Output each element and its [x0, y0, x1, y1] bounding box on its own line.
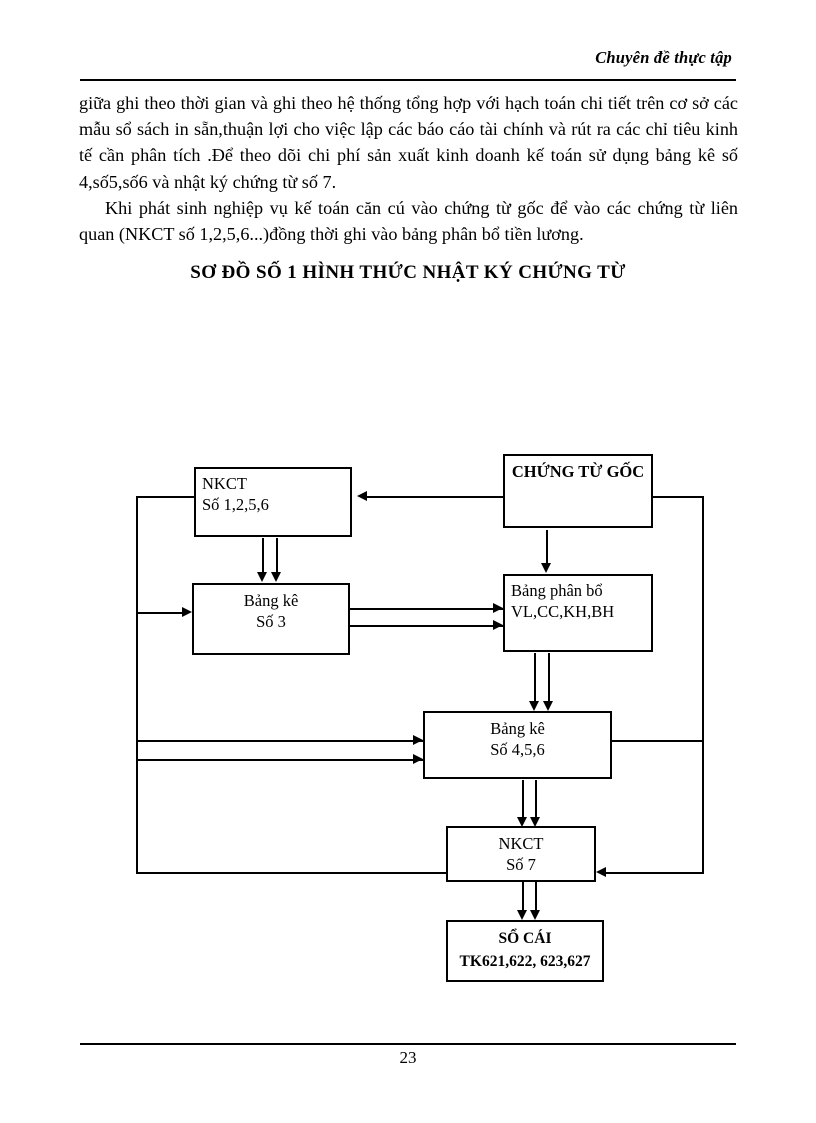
box-nkct-7-line2: Số 7 [506, 855, 536, 874]
box-nkct-1256-line1: NKCT [202, 474, 247, 493]
arrowhead-nkct1256-to-bk3-b [271, 572, 281, 582]
connector-left-bus-to-bk456-a [136, 740, 423, 742]
connector-right-bus-to-bk456 [612, 740, 704, 742]
body-text-block: giữa ghi theo thời gian và ghi theo hệ t… [79, 90, 738, 247]
connector-right-bus-to-nkct7 [606, 872, 704, 874]
arrowhead-bpb-to-bk456-b [543, 701, 553, 711]
footer-page-number: 23 [399, 1048, 417, 1067]
arrowhead-bpb-to-bk456-a [529, 701, 539, 711]
connector-nkct1256-to-bk3-a [262, 538, 264, 574]
connector-ctg-to-bpb [546, 530, 548, 566]
connector-bk456-to-nkct7-a [522, 780, 524, 819]
box-so-cai-line1: SỔ CÁI [498, 930, 552, 947]
box-nkct-7-line1: NKCT [498, 834, 544, 853]
arrowhead-ctg-to-nkct1256 [357, 491, 367, 501]
connector-right-bus-vertical [702, 496, 704, 872]
arrowhead-bk456-to-nkct7-b [530, 817, 540, 827]
box-bang-ke-456: Bảng kê Số 4,5,6 [423, 711, 612, 779]
connector-nkct7-to-socai-a [522, 881, 524, 912]
diagram-title: SƠ ĐỒ SỐ 1 HÌNH THỨC NHẬT KÝ CHỨNG TỪ [190, 262, 626, 283]
body-paragraph-2: Khi phát sinh nghiệp vụ kế toán căn cú v… [79, 197, 738, 245]
connector-right-bus-top [653, 496, 704, 498]
arrowhead-bk456-to-nkct7-a [517, 817, 527, 827]
arrowhead-nkct1256-to-bk3-a [257, 572, 267, 582]
arrowhead-left-bus-to-bk456-a [413, 735, 423, 745]
arrowhead-right-bus-to-nkct7 [596, 867, 606, 877]
connector-left-bus-to-bk456-b [136, 759, 423, 761]
arrowhead-bk3-to-bpb-b [493, 620, 503, 630]
connector-bpb-to-bk456-a [534, 653, 536, 703]
box-bang-ke-456-line1: Bảng kê [490, 719, 545, 738]
box-bang-phan-bo-line2: VL,CC,KH,BH [511, 602, 615, 621]
connector-ctg-to-nkct1256 [367, 496, 503, 498]
connector-left-bus-to-bk3 [136, 612, 184, 614]
box-so-cai: SỔ CÁI TK621,622, 623,627 [446, 920, 604, 982]
box-bang-ke-3-line2: Số 3 [256, 612, 286, 631]
box-chung-tu-goc: CHỨNG TỪ GỐC [503, 454, 653, 528]
header-rule [80, 79, 736, 81]
arrowhead-nkct7-to-socai-b [530, 910, 540, 920]
arrowhead-nkct7-to-socai-a [517, 910, 527, 920]
connector-left-bus-vertical [136, 496, 138, 872]
box-so-cai-line2: TK621,622, 623,627 [459, 953, 591, 970]
box-nkct-1256: NKCT Số 1,2,5,6 [194, 467, 352, 537]
box-bang-phan-bo-line1: Bảng phân bổ [511, 581, 603, 600]
connector-bk3-to-bpb-a [350, 608, 503, 610]
connector-nkct1256-to-bk3-b [276, 538, 278, 574]
footer-rule [80, 1043, 736, 1045]
connector-left-bus-top [136, 496, 194, 498]
running-header-title: Chuyên đề thực tập [595, 48, 732, 67]
connector-nkct7-to-socai-b [535, 881, 537, 912]
body-paragraph-1: giữa ghi theo thời gian và ghi theo hệ t… [79, 93, 738, 192]
box-bang-ke-3: Bảng kê Số 3 [192, 583, 350, 655]
connector-bk3-to-bpb-b [350, 625, 503, 627]
box-nkct-7: NKCT Số 7 [446, 826, 596, 882]
arrowhead-ctg-to-bpb [541, 563, 551, 573]
arrowhead-left-bus-to-bk3 [182, 607, 192, 617]
connector-left-bus-to-nkct7 [136, 872, 446, 874]
box-chung-tu-goc-line1: CHỨNG TỪ GỐC [511, 462, 645, 481]
box-bang-ke-456-line2: Số 4,5,6 [490, 740, 545, 759]
box-bang-phan-bo: Bảng phân bổ VL,CC,KH,BH [503, 574, 653, 652]
connector-bk456-to-nkct7-b [535, 780, 537, 819]
arrowhead-left-bus-to-bk456-b [413, 754, 423, 764]
connector-bpb-to-bk456-b [548, 653, 550, 703]
box-bang-ke-3-line1: Bảng kê [243, 591, 299, 610]
box-nkct-1256-line2: Số 1,2,5,6 [202, 495, 269, 514]
arrowhead-bk3-to-bpb-a [493, 603, 503, 613]
